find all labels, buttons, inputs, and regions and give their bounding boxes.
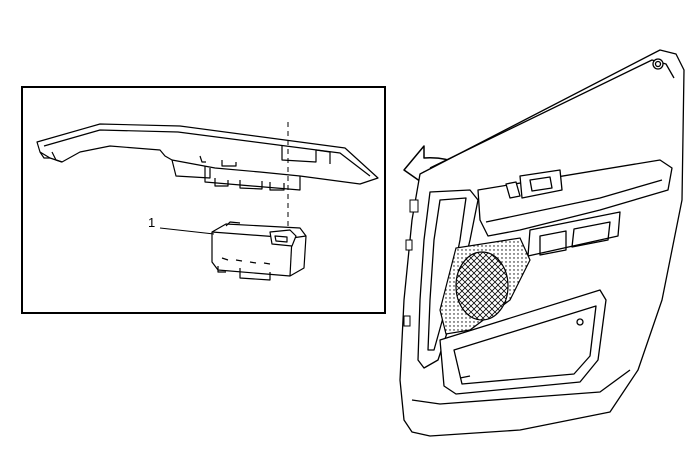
door-edge-details: [403, 199, 419, 327]
switch-bezel: [36, 123, 379, 191]
speaker-grille: [439, 237, 531, 335]
callout-label-window-switch: 1: [148, 215, 156, 230]
detail-inset: [21, 86, 386, 314]
door-trim-panel: [399, 49, 685, 437]
callout-leader: [159, 227, 215, 235]
window-switch: [211, 221, 307, 281]
